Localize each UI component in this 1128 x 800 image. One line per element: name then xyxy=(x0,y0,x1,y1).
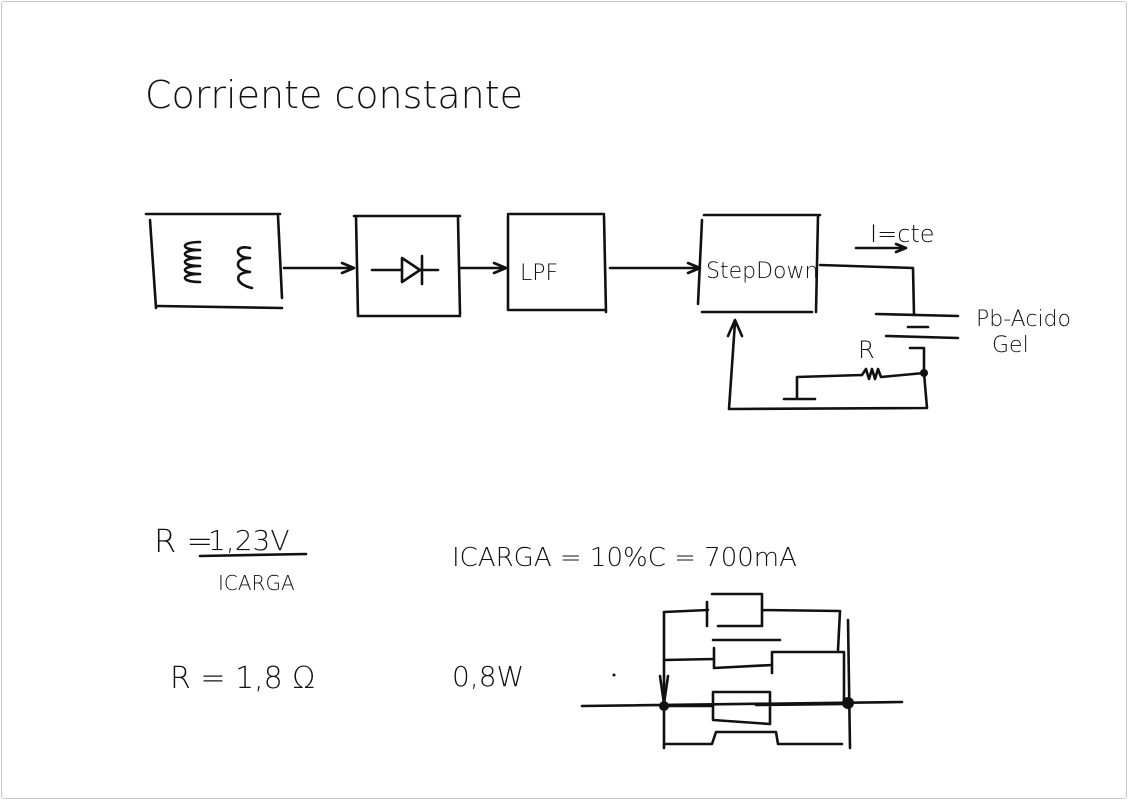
battery-label: Pb-Acido xyxy=(976,307,1071,332)
r-formula-numerator: 1,23V xyxy=(208,524,290,557)
power-value: 0,8W xyxy=(452,660,524,693)
output-wire xyxy=(818,263,916,317)
stepdown-block: StepDown xyxy=(696,213,822,314)
node-dot xyxy=(842,697,854,709)
r-formula-denominator: ICARGA xyxy=(218,571,295,595)
r-formula-left: R = xyxy=(154,522,213,560)
lpf-label: LPF xyxy=(520,261,558,286)
lpf-block: LPF xyxy=(506,212,608,314)
parallel-resistor-network xyxy=(580,592,904,750)
diode-icon xyxy=(370,254,440,286)
current-label: I=cte xyxy=(870,220,935,248)
transformer-block xyxy=(144,212,284,310)
arrow-3 xyxy=(608,261,702,275)
fraction-bar xyxy=(198,552,308,558)
battery-icon xyxy=(874,312,960,374)
battery-gel-label: Gel xyxy=(992,333,1029,358)
arrow-2 xyxy=(458,261,508,275)
rectifier-block xyxy=(352,214,462,318)
resistor-label: R xyxy=(858,336,875,364)
stepdown-label: StepDown xyxy=(706,259,818,284)
arrow-1 xyxy=(282,261,356,275)
title: Corriente constante xyxy=(145,73,523,117)
feedback-circuit xyxy=(726,318,929,411)
node-dot xyxy=(659,701,669,711)
current-arrow-icon xyxy=(854,242,908,254)
transformer-coil-icon xyxy=(183,240,254,290)
r-value: R = 1,8 Ω xyxy=(170,661,315,696)
icarga-formula: ICARGA = 10%C = 700mA xyxy=(452,543,797,573)
node-dot xyxy=(920,369,928,377)
